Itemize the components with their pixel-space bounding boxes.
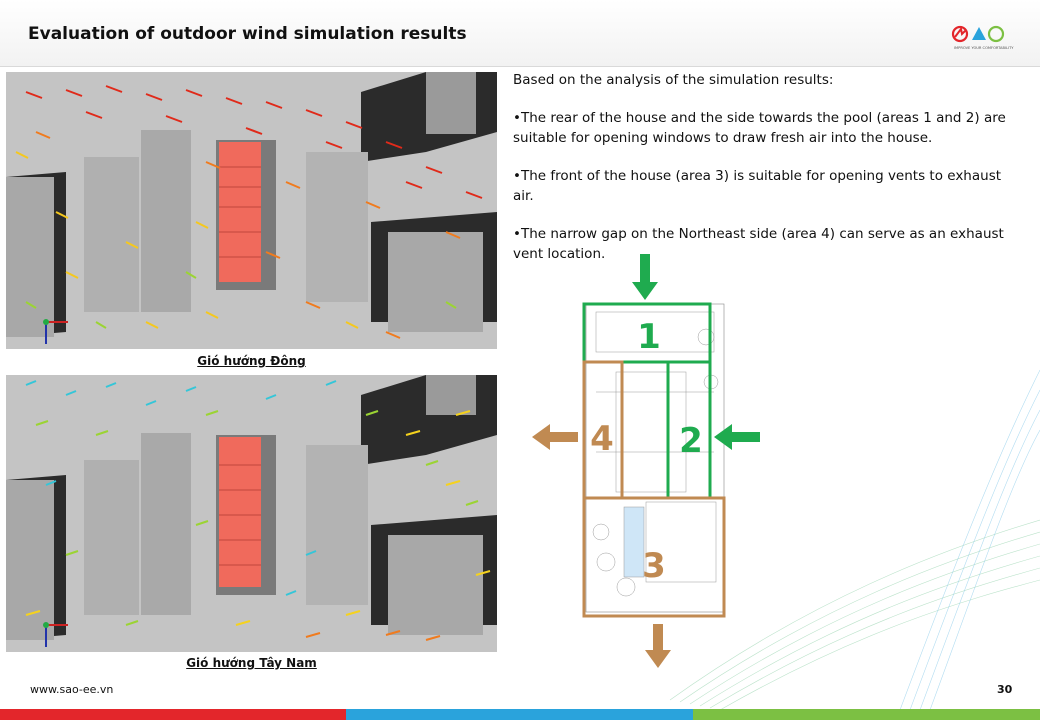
- analysis-point-2: •The front of the house (area 3) is suit…: [513, 168, 1002, 204]
- simulation-render-southwest: [6, 375, 497, 652]
- slide-header: Evaluation of outdoor wind simulation re…: [0, 0, 1040, 67]
- svg-text:IMPROVE YOUR COMFORTABILITY: IMPROVE YOUR COMFORTABILITY: [954, 46, 1014, 50]
- wind-simulation-southwest-image: [6, 375, 497, 652]
- company-logo: IMPROVE YOUR COMFORTABILITY: [951, 25, 1014, 50]
- area-4-label: 4: [590, 419, 614, 459]
- caption-east-wind: Gió hướng Đông: [197, 354, 306, 368]
- area-3-label: 3: [642, 546, 666, 586]
- outlet-arrow-left: [532, 424, 578, 450]
- area-2-label: 2: [679, 421, 703, 461]
- area-1-outline: [582, 302, 712, 364]
- wind-simulation-east-image: [6, 72, 497, 349]
- analysis-text: Based on the analysis of the simulation …: [513, 70, 1023, 282]
- analysis-intro: Based on the analysis of the simulation …: [513, 72, 834, 88]
- ventilation-plan-diagram: 1 2 3 4: [532, 254, 760, 668]
- footer-bar-green: [693, 709, 1040, 720]
- analysis-point-3: •The narrow gap on the Northeast side (a…: [513, 226, 1004, 262]
- page-number: 30: [997, 683, 1013, 696]
- footer-bar-blue: [346, 709, 693, 720]
- slide-title: Evaluation of outdoor wind simulation re…: [28, 24, 467, 44]
- area-3-outline: [582, 496, 726, 618]
- outlet-arrow-bottom: [645, 624, 671, 668]
- decorative-swoosh: [669, 369, 1040, 710]
- footer-bar-red: [0, 709, 346, 720]
- inlet-arrow-top: [632, 254, 658, 300]
- footer-website: www.sao-ee.vn: [30, 683, 114, 696]
- simulation-render-east: [6, 72, 497, 349]
- inlet-arrow-right: [714, 424, 760, 450]
- area-1-label: 1: [637, 317, 661, 357]
- caption-southwest-wind: Gió hướng Tây Nam: [186, 656, 317, 670]
- analysis-point-1: •The rear of the house and the side towa…: [513, 110, 1006, 146]
